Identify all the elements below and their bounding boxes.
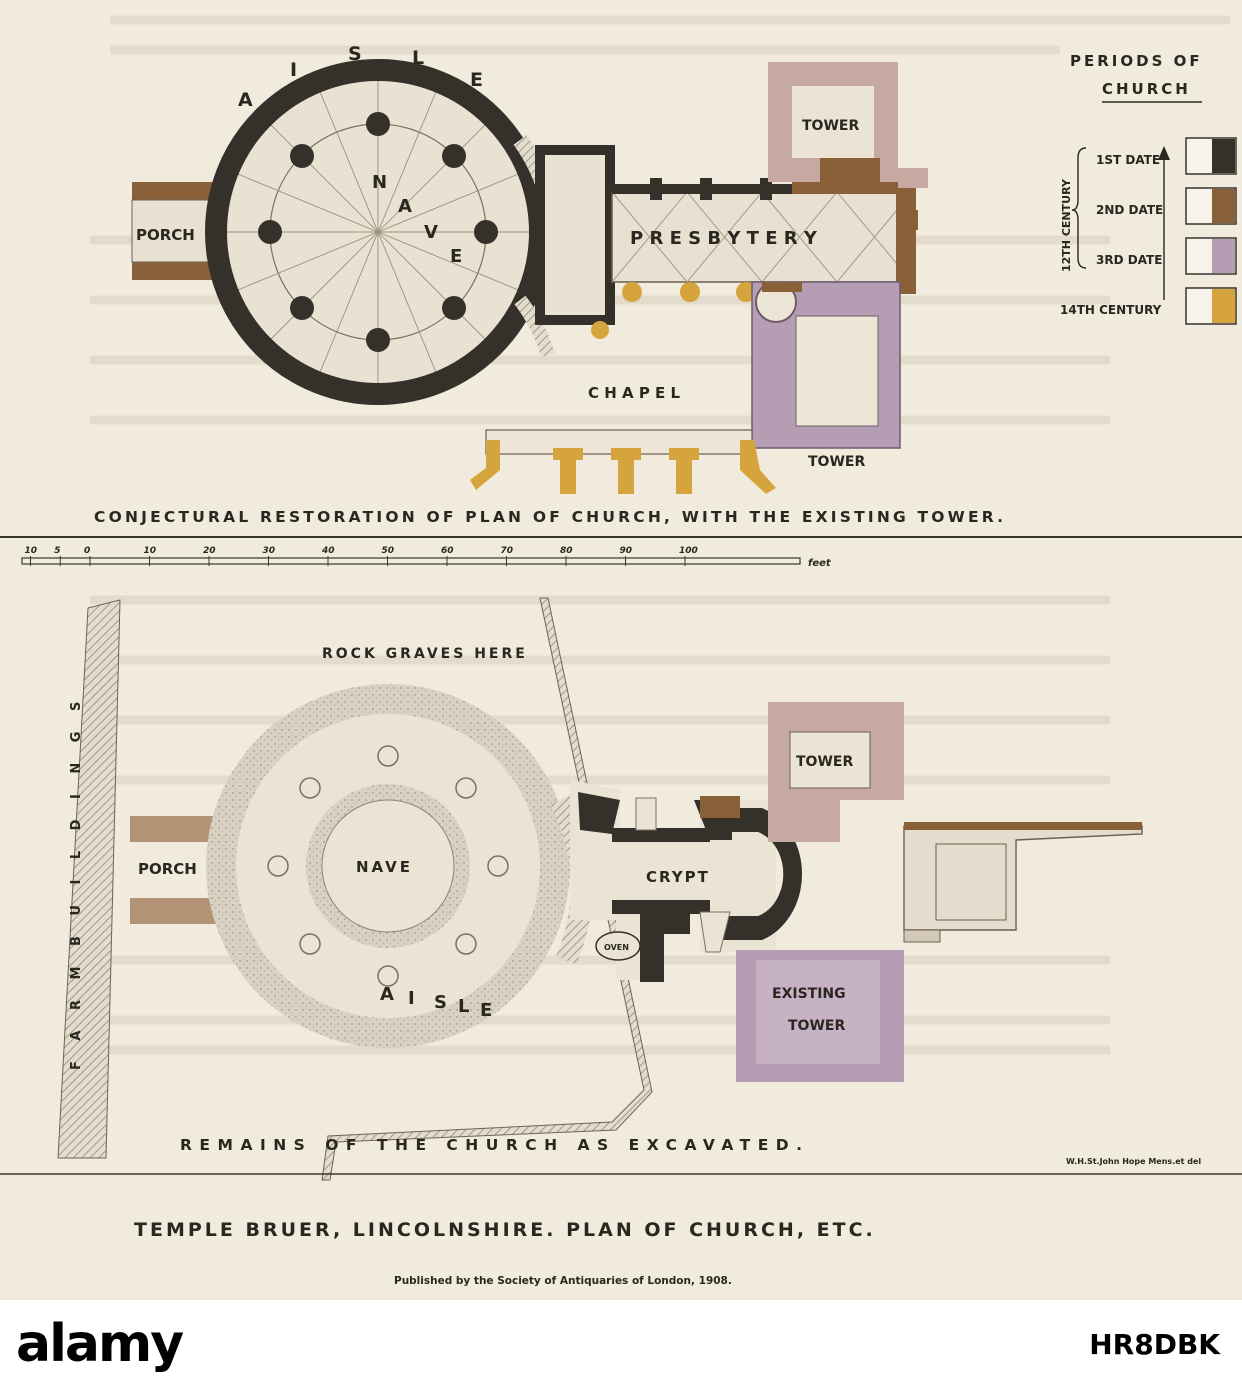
- porch-label-top: PORCH: [136, 226, 195, 244]
- top-plan-caption: CONJECTURAL RESTORATION OF PLAN OF CHURC…: [94, 508, 1006, 526]
- nave-letter: V: [424, 222, 438, 243]
- scale-tick-label: 80: [560, 546, 573, 556]
- nave-letter: A: [398, 196, 412, 217]
- stock-footer: alamy HR8DBK: [0, 1300, 1242, 1390]
- aisle-letter: I: [290, 59, 297, 81]
- legend-swatch: [1212, 239, 1235, 273]
- scale-tick-label: 30: [263, 546, 276, 556]
- bottom-plan: F A R M B U I L D I N G S: [57, 597, 1201, 1181]
- scale-unit: feet: [808, 558, 832, 569]
- legend-item-label: 2ND DATE: [1096, 203, 1163, 217]
- legend-item-label: 14TH CENTURY: [1060, 303, 1162, 317]
- presbytery-label: P R E S B Y T E R Y: [630, 228, 818, 249]
- nave-letter: N: [372, 172, 387, 193]
- oven-label: OVEN: [604, 943, 629, 952]
- top-plan: PORCH A I S L E N A V E P R E S B Y T E …: [94, 43, 1006, 526]
- chapel-label: C H A P E L: [588, 384, 681, 402]
- legend-title-line2: CHURCH: [1102, 80, 1191, 98]
- aisle-letter-bottom: L: [458, 996, 469, 1017]
- farm-buildings: [57, 599, 121, 1159]
- legend: PERIODS OF CHURCH 12TH CENTURY 1ST DATE 2…: [1060, 52, 1237, 325]
- scale-tick-label: 60: [441, 546, 454, 556]
- legend-swatch: [1212, 139, 1235, 173]
- legend-swatch: [1212, 189, 1235, 223]
- existing-tower-label-1: EXISTING: [772, 986, 846, 1002]
- crypt-stair-wall: [578, 792, 620, 834]
- scale-tick-label: 10: [25, 546, 38, 556]
- nave-label-bottom: NAVE: [356, 858, 413, 876]
- porch-wall-north: [132, 182, 228, 200]
- image-id: HR8DBK: [1089, 1328, 1220, 1361]
- legend-swatch: [1212, 289, 1235, 323]
- legend-item-label: 3RD DATE: [1096, 253, 1162, 267]
- fourteenth-century-pillars: [591, 282, 756, 339]
- aisle-letter-bottom: S: [434, 992, 447, 1013]
- aisle-letter: E: [470, 69, 483, 91]
- alamy-logo[interactable]: alamy: [16, 1314, 184, 1374]
- existing-tower-label-2: TOWER: [788, 1018, 845, 1034]
- farm-buildings-label: F A R M B U I L D I N G S: [69, 694, 84, 1070]
- scale-tick-label: 40: [321, 546, 335, 556]
- plate: PORCH A I S L E N A V E P R E S B Y T E …: [0, 15, 1242, 1287]
- rock-graves-label: ROCK GRAVES HERE: [322, 646, 528, 662]
- aisle-letter-bottom: I: [408, 988, 415, 1009]
- nave-letter: E: [450, 246, 462, 267]
- crypt-label: CRYPT: [646, 868, 710, 886]
- porch-label-bottom: PORCH: [138, 860, 197, 878]
- legend-century-label: 12TH CENTURY: [1060, 178, 1073, 272]
- signature: W.H.St.John Hope Mens.et del: [1066, 1157, 1201, 1166]
- scale-tick-label: 100: [679, 546, 698, 556]
- scale-tick-label: 70: [501, 546, 514, 556]
- aisle-letter: A: [238, 89, 253, 111]
- scale-tick-label: 20: [203, 546, 216, 556]
- scale-tick-label: 10: [144, 546, 157, 556]
- scale-tick-label: 90: [620, 546, 633, 556]
- church-plan-drawing: PORCH A I S L E N A V E P R E S B Y T E …: [0, 15, 1242, 1287]
- scale-tick-label: 50: [382, 546, 395, 556]
- nave-piers: [258, 112, 498, 352]
- south-tower-label: TOWER: [808, 454, 865, 470]
- pier-bases: [267, 745, 509, 987]
- aisle-letter: S: [348, 43, 362, 65]
- legend-item-label: 1ST DATE: [1096, 153, 1160, 167]
- oven: [595, 931, 641, 961]
- north-tower-label: TOWER: [802, 118, 859, 134]
- porch-wall-south: [132, 262, 228, 280]
- bottom-plan-caption: REMAINS OF THE CHURCH AS EXCAVATED.: [180, 1136, 810, 1154]
- plate-title: TEMPLE BRUER, LINCOLNSHIRE. PLAN OF CHUR…: [134, 1219, 876, 1241]
- aisle-letter: L: [412, 47, 424, 69]
- legend-title-line1: PERIODS OF: [1070, 52, 1203, 70]
- aisle-letter-bottom: E: [480, 1000, 492, 1021]
- aisle-letter-bottom: A: [380, 984, 394, 1005]
- scale-tick-label: 5: [54, 546, 60, 556]
- publisher-line: Published by the Society of Antiquaries …: [394, 1275, 732, 1287]
- scale-tick-label: 0: [84, 546, 90, 556]
- tower-label-bottom: TOWER: [796, 754, 853, 770]
